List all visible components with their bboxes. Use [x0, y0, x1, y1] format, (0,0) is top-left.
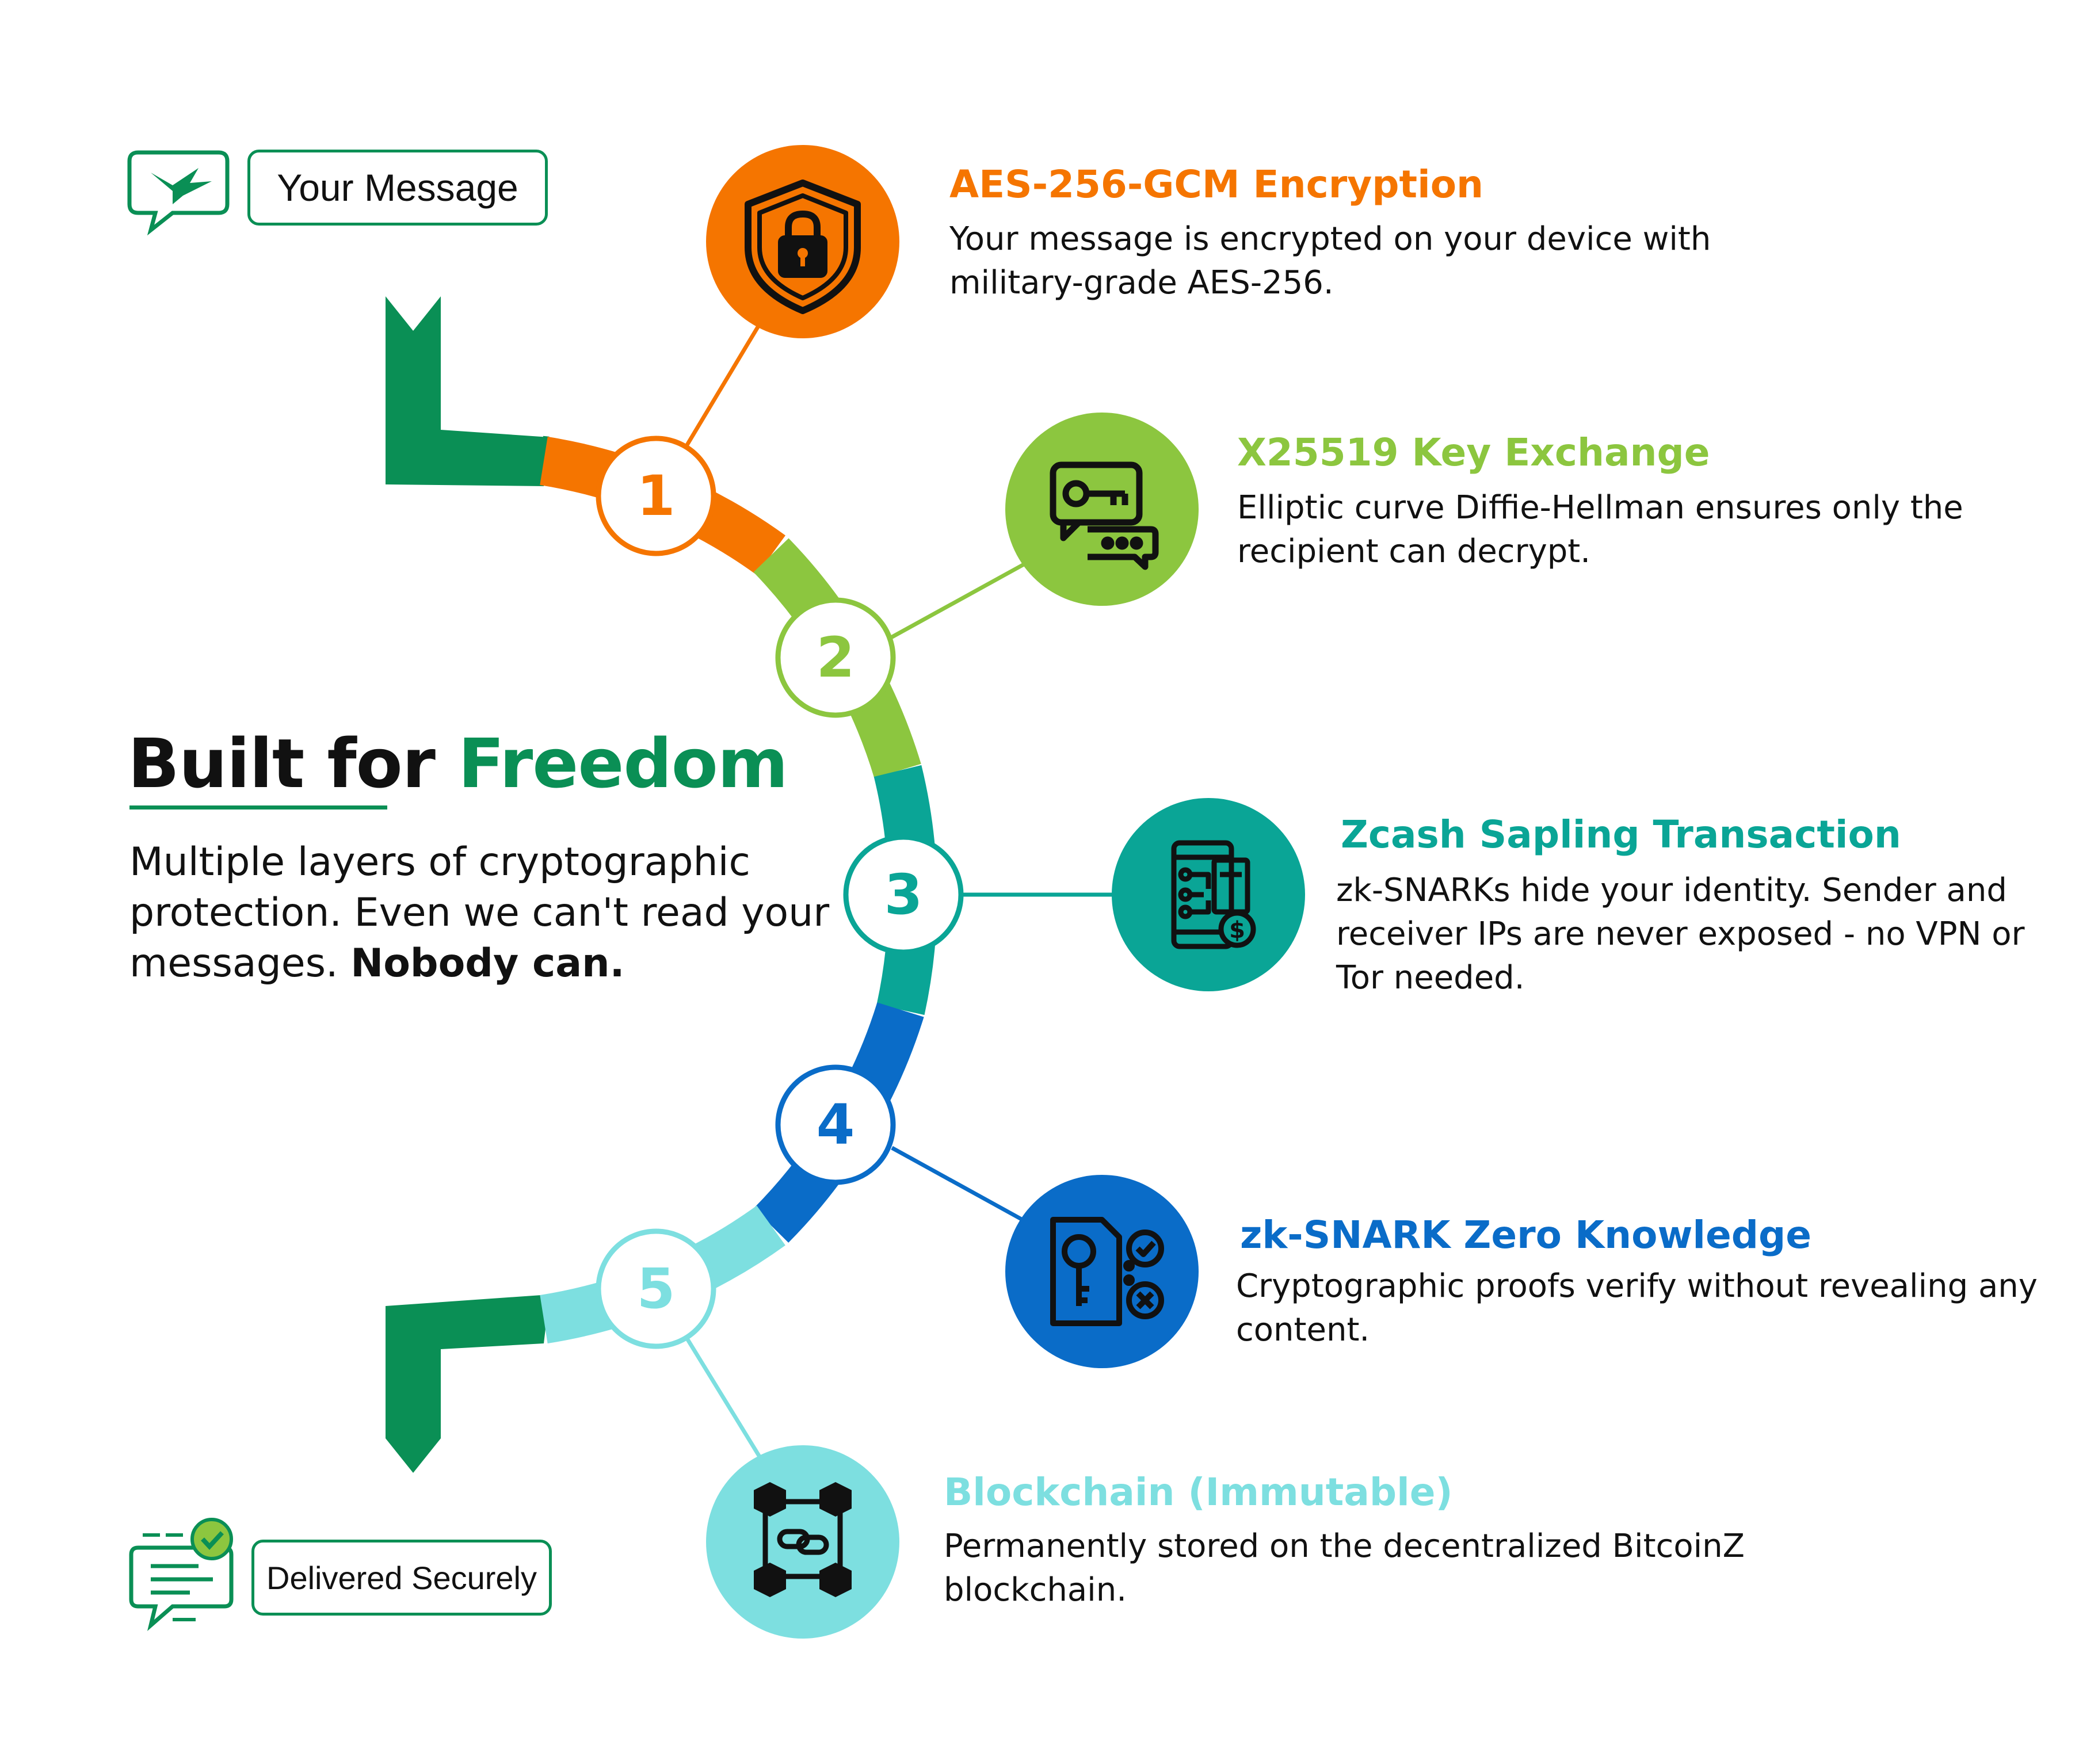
step-title-4: zk-SNARK Zero Knowledge [1240, 1213, 1812, 1257]
headline-title: Built for Freedom [128, 724, 788, 803]
key-document-icon [1050, 1217, 1164, 1326]
step-node-4 [775, 1064, 896, 1185]
blockchain-icon [754, 1482, 852, 1597]
connector-5 [683, 1334, 764, 1463]
headline-body-text: Multiple layers of cryptographic protect… [129, 839, 830, 986]
phone-payment-icon: $ [1171, 840, 1256, 949]
headline-part-2: Freedom [458, 724, 788, 803]
headline-part-1: Built for [128, 724, 436, 803]
step-desc-5: Permanently stored on the decentralized … [944, 1528, 1745, 1609]
end-label: Delivered Securely [251, 1540, 552, 1616]
headline-body: Multiple layers of cryptographic protect… [129, 837, 837, 989]
step-node-3 [843, 834, 964, 955]
icon-circle-2 [1005, 413, 1199, 606]
key-chat-icon [1050, 461, 1159, 570]
start-label: Your Message [247, 150, 548, 226]
app-logo-icon [127, 150, 230, 236]
step-desc-2: Elliptic curve Diffie-Hellman ensures on… [1237, 489, 1963, 570]
icon-circle-5 [706, 1445, 899, 1639]
step-title-1: AES-256-GCM Encryption [949, 162, 1484, 207]
delivered-message-icon [129, 1518, 234, 1631]
step-node-2 [775, 597, 896, 718]
headline-emphasis: Nobody can. [350, 941, 625, 986]
step-desc-4: Cryptographic proofs verify without reve… [1236, 1267, 2038, 1349]
top-bracket [386, 296, 550, 486]
step-number-5: 5 [637, 1257, 676, 1321]
connector-2 [888, 559, 1031, 641]
step-number-3: 3 [884, 862, 923, 927]
step-node-5 [596, 1228, 716, 1349]
headline-underline [129, 805, 387, 810]
step-title-2: X25519 Key Exchange [1237, 430, 1710, 475]
icon-circle-3 [1112, 798, 1305, 991]
step-number-2: 2 [817, 625, 855, 690]
bottom-bracket [386, 1295, 550, 1473]
step-title-3: Zcash Sapling Transaction [1341, 812, 1901, 857]
shield-lock-icon [745, 180, 861, 314]
connector-1 [682, 318, 765, 450]
step-number-1: 1 [637, 464, 676, 528]
step-node-1 [596, 436, 716, 556]
step-desc-3: zk-SNARKs hide your identity. Sender and… [1336, 872, 2025, 996]
connector-4 [891, 1146, 1034, 1228]
icon-circle-4 [1005, 1175, 1199, 1368]
step-title-5: Blockchain (Immutable) [944, 1470, 1453, 1514]
step-number-4: 4 [817, 1093, 855, 1157]
step-desc-1: Your message is encrypted on your device… [949, 220, 1711, 301]
svg-text:$: $ [1229, 917, 1245, 944]
